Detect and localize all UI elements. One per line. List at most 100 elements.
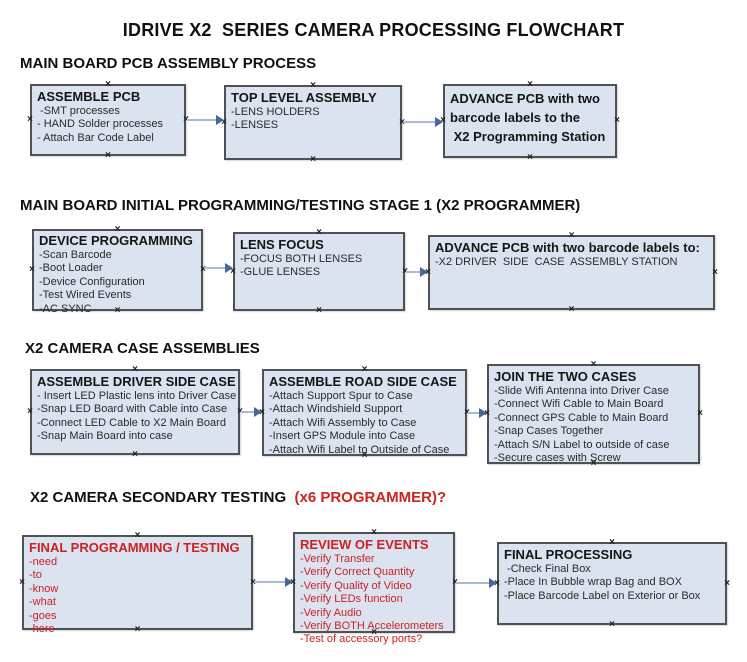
box-title: JOIN THE TWO CASES xyxy=(494,369,637,384)
box-line: -goes xyxy=(29,609,57,622)
box-line: -Place In Bubble wrap Bag and BOX xyxy=(504,576,682,589)
box-line: -Boot Loader xyxy=(39,262,103,275)
box-lines: -Attach Support Spur to Case-Attach Wind… xyxy=(269,390,465,457)
box-line: -Place Barcode Label on Exterior or Box xyxy=(504,589,701,602)
box-title: ASSEMBLE DRIVER SIDE CASE xyxy=(37,374,236,389)
arrow-shaft xyxy=(406,271,422,273)
section-heading-secondary-testing: X2 CAMERA SECONDARY TESTING (x6 PROGRAMM… xyxy=(30,489,446,506)
box-lines: -LENS HOLDERS-LENSES xyxy=(231,106,400,133)
box-lines: -Scan Barcode-Boot Loader-Device Configu… xyxy=(39,249,201,316)
section-heading-pcb-assembly: MAIN BOARD PCB ASSEMBLY PROCESS xyxy=(20,55,317,72)
box-lines: -Check Final Box-Place In Bubble wrap Ba… xyxy=(504,563,725,603)
arrow-head-icon xyxy=(435,117,443,127)
box-title: TOP LEVEL ASSEMBLY xyxy=(231,90,377,105)
arrow-head-icon xyxy=(420,267,428,277)
box-line: -Attach S/N Label to outside of case xyxy=(494,438,670,451)
box-line: -Test Wired Events xyxy=(39,289,132,302)
box-line: -Snap Cases Together xyxy=(494,425,604,438)
flow-arrow xyxy=(187,115,224,125)
box-line: -Verify Quality of Video xyxy=(300,579,412,592)
box-lines: barcode labels to the X2 Programming Sta… xyxy=(450,108,615,146)
flow-box-assemble-pcb: ASSEMBLE PCB -SMT processes- HAND Solder… xyxy=(27,80,189,161)
flow-box-final-processing: FINAL PROCESSING -Check Final Box-Place … xyxy=(494,538,730,630)
box-title: ADVANCE PCB with two barcode labels to: xyxy=(435,240,700,255)
flow-arrow xyxy=(406,267,428,277)
box-line: -Snap LED Board with Cable into Case xyxy=(37,403,228,416)
box-line: -Device Configuration xyxy=(39,275,145,288)
section-heading-case-assemblies: X2 CAMERA CASE ASSEMBLIES xyxy=(25,340,260,357)
box-line: -Attach Windshield Support xyxy=(269,403,403,416)
connection-handle-icon: × xyxy=(27,406,33,417)
arrow-shaft xyxy=(204,267,227,269)
connection-handle-icon: × xyxy=(19,576,25,588)
box-lines: -need-to-know-what-goes-here xyxy=(29,556,251,636)
flow-arrow xyxy=(403,117,443,127)
box-line: -Verify Audio xyxy=(300,606,362,619)
box-lines: -FOCUS BOTH LENSES-GLUE LENSES xyxy=(240,253,403,280)
box-line: -Verify Transfer xyxy=(300,553,375,565)
box-line: -Connect LED Cable to X2 Main Board xyxy=(37,416,226,429)
arrow-head-icon xyxy=(479,408,487,418)
box-line: -Test of accessory ports? xyxy=(300,633,423,646)
box-line: - Attach Bar Code Label xyxy=(37,131,154,144)
connection-handle-icon: × xyxy=(29,264,35,275)
arrow-shaft xyxy=(468,412,481,414)
box-line: -know xyxy=(29,582,59,595)
flow-arrow xyxy=(456,578,497,588)
box-line: -Insert GPS Module into Case xyxy=(269,430,416,443)
connection-handle-icon: × xyxy=(27,114,33,125)
section-heading-initial-programming: MAIN BOARD INITIAL PROGRAMMING/TESTING S… xyxy=(20,197,581,214)
box-line: -Connect Wifi Cable to Main Board xyxy=(494,398,664,411)
box-line: -Attach Support Spur to Case xyxy=(269,390,413,402)
flow-box-assemble-driver-side-case: ASSEMBLE DRIVER SIDE CASE - Insert LED P… xyxy=(27,365,243,460)
box-line: -Attach Wifi Label to Outside of Case xyxy=(269,443,450,456)
box-line: -Check Final Box xyxy=(504,563,591,575)
arrow-head-icon xyxy=(254,407,262,417)
box-line: -LENSES xyxy=(231,119,279,132)
box-lines: -X2 DRIVER SIDE CASE ASSEMBLY STATION xyxy=(435,256,713,269)
box-title: ASSEMBLE ROAD SIDE CASE xyxy=(269,374,457,389)
box-line: -GLUE LENSES xyxy=(240,266,321,279)
box-line: -Verify LEDs function xyxy=(300,593,403,606)
flow-box-review-of-events: REVIEW OF EVENTS -Verify Transfer-Verify… xyxy=(290,528,458,646)
connection-handle-icon: × xyxy=(105,150,111,161)
connection-handle-icon: × xyxy=(527,152,533,163)
arrow-shaft xyxy=(456,582,491,584)
arrow-head-icon xyxy=(489,578,497,588)
box-line: -FOCUS BOTH LENSES xyxy=(240,253,363,265)
box-line: -Secure cases with Screw xyxy=(494,452,621,465)
section-heading-black-part: X2 CAMERA SECONDARY TESTING xyxy=(30,489,295,506)
box-lines: - Insert LED Plastic lens into Driver Ca… xyxy=(37,390,238,444)
box-line: -what xyxy=(29,596,56,609)
flow-box-device-programming: DEVICE PROGRAMMING -Scan Barcode-Boot Lo… xyxy=(29,225,206,316)
page-title: IDRIVE X2 SERIES CAMERA PROCESSING FLOWC… xyxy=(122,20,625,40)
box-line: -to xyxy=(29,569,42,582)
box-line: - HAND Solder processes xyxy=(37,118,163,131)
flow-arrow xyxy=(254,577,293,587)
flow-box-advance-pcb-programming-station: ADVANCE PCB with two barcode labels to t… xyxy=(440,80,620,163)
arrow-head-icon xyxy=(216,115,224,125)
box-title: ADVANCE PCB with two xyxy=(450,91,600,106)
box-line: -Slide Wifi Antenna into Driver Case xyxy=(494,385,669,397)
box-line: - Insert LED Plastic lens into Driver Ca… xyxy=(37,390,237,402)
arrow-shaft xyxy=(241,411,256,413)
flow-box-top-level-assembly: TOP LEVEL ASSEMBLY -LENS HOLDERS-LENSES … xyxy=(221,81,405,165)
box-line: -Attach Wifi Assembly to Case xyxy=(269,416,417,429)
box-lines: -Verify Transfer-Verify Correct Quantity… xyxy=(300,553,453,647)
box-line: -Snap Main Board into case xyxy=(37,430,173,443)
box-line: -Verify Correct Quantity xyxy=(300,566,415,579)
connection-handle-icon: × xyxy=(310,154,316,165)
box-line: barcode labels to the xyxy=(450,110,581,125)
box-line: -SMT processes xyxy=(37,105,120,117)
connection-handle-icon: × xyxy=(609,619,615,630)
box-line: -LENS HOLDERS xyxy=(231,106,320,118)
arrow-head-icon xyxy=(225,263,233,273)
arrow-shaft xyxy=(187,119,218,121)
box-line: -AC SYNC xyxy=(39,302,92,315)
flow-arrow xyxy=(204,263,233,273)
box-title: LENS FOCUS xyxy=(240,237,324,252)
arrow-shaft xyxy=(254,581,287,583)
flow-arrow xyxy=(241,407,262,417)
connection-handle-icon: × xyxy=(568,304,575,315)
connection-handle-icon: × xyxy=(316,305,322,316)
